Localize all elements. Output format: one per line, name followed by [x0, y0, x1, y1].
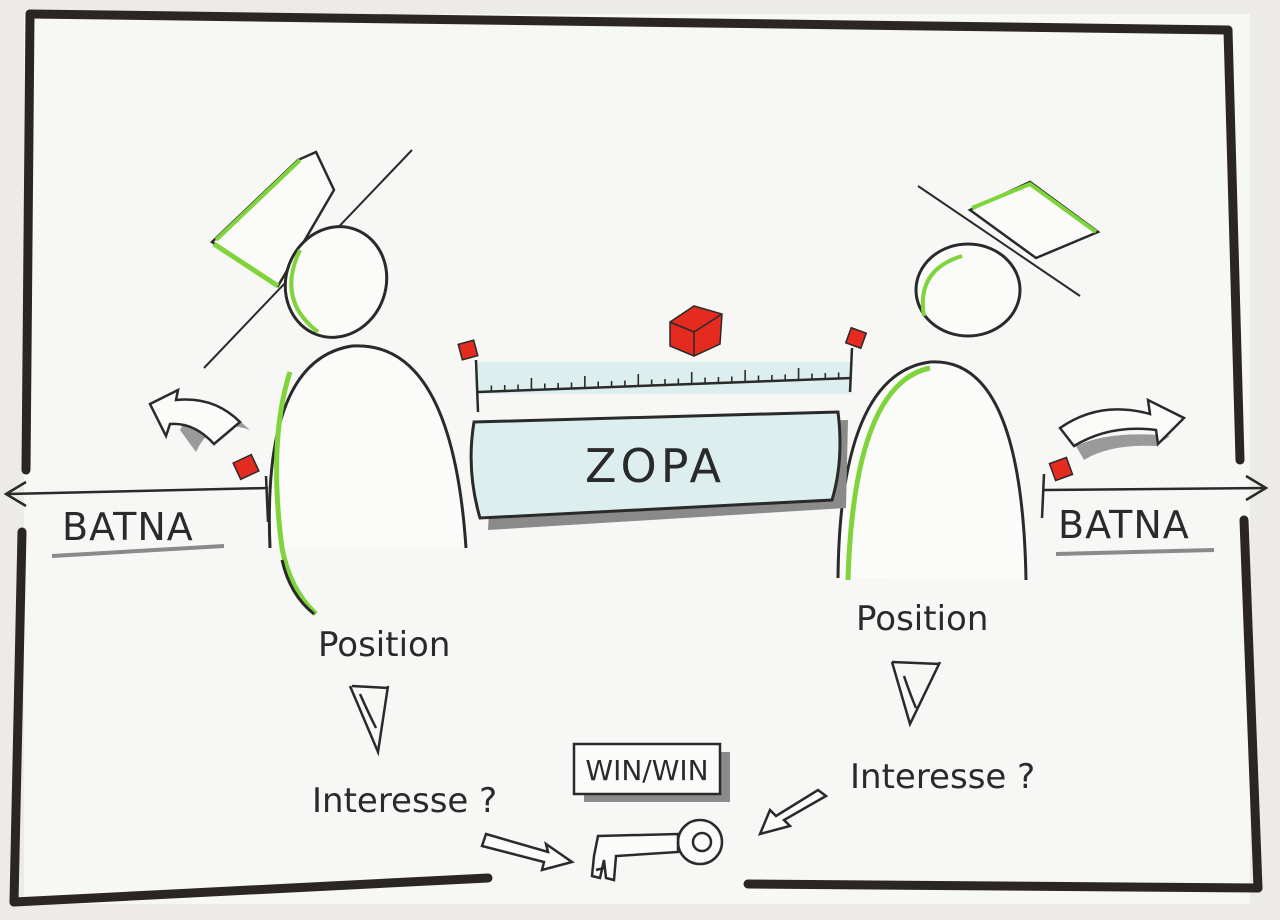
red-flag-marker-left-batna	[232, 453, 260, 481]
left-negotiator	[203, 149, 468, 616]
red-flag-marker-right-zopa	[844, 326, 868, 350]
zopa-scale	[474, 347, 854, 413]
right-to-key-arrow-icon	[757, 788, 829, 836]
frame-border	[9, 9, 1263, 907]
zopa-box: ZOPA	[469, 410, 848, 530]
right-head	[914, 242, 1022, 338]
left-head	[283, 225, 389, 339]
zopa-label: ZOPA	[585, 439, 725, 493]
position-right-down-arrow-icon	[890, 660, 942, 728]
position-right-label: Position	[856, 599, 988, 639]
winwin-label: WIN/WIN	[585, 754, 708, 787]
right-body	[836, 360, 1028, 581]
red-markers	[232, 305, 1074, 482]
left-to-key-arrow-icon	[480, 832, 575, 872]
right-negotiator	[836, 180, 1101, 581]
red-flag-marker-left-zopa	[457, 339, 479, 361]
batna-left-label: BATNA	[62, 505, 194, 549]
right-hat-brim	[917, 185, 1081, 297]
batna-right-label: BATNA	[1058, 503, 1190, 547]
batna-left-arrow	[3, 475, 270, 523]
batna-right-arrow	[1040, 473, 1269, 519]
position-left-down-arrow-icon	[348, 684, 390, 757]
interesse-left-label: Interesse ?	[312, 781, 497, 821]
key-icon	[590, 818, 724, 882]
right-exit-arrow-icon	[1058, 397, 1187, 460]
position-left-label: Position	[318, 625, 450, 665]
winwin-badge: WIN/WIN	[572, 742, 730, 802]
interesse-right-label: Interesse ?	[850, 757, 1035, 797]
red-flag-marker-right-batna	[1048, 456, 1074, 482]
left-exit-arrow-icon	[148, 387, 250, 452]
